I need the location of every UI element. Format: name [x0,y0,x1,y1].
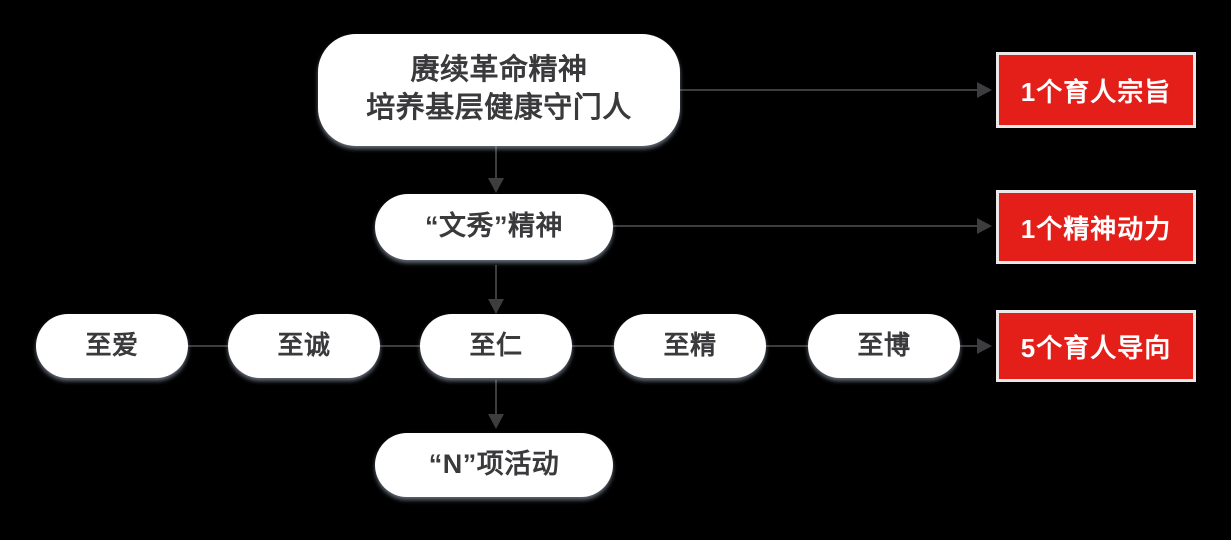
connector-value-3-to-value-4 [568,345,622,347]
node-value-4[interactable]: 至精 [614,314,766,378]
connector-spirit-to-callout-2 [613,225,985,227]
node-value-1[interactable]: 至爱 [36,314,188,378]
callout-purpose-label: 1个育人宗旨 [1020,76,1172,107]
callout-orientation[interactable]: 5个育人导向 [996,310,1196,382]
arrowhead-top-to-callout-1 [977,82,992,98]
arrowhead-value-5-to-callout-3 [977,338,992,354]
connector-top-to-spirit [495,145,497,185]
node-top-headline-label: 赓续革命精神 培养基层健康守门人 [366,54,632,124]
connector-value-4-to-value-5 [760,345,812,347]
arrowhead-spirit-to-value-3 [488,299,504,314]
connector-value-5-to-callout-3 [955,345,985,347]
callout-motivation-label: 1个精神动力 [1020,213,1172,244]
connector-spirit-to-value-3 [495,265,497,307]
node-value-2-label: 至诚 [277,330,331,361]
callout-orientation-label: 5个育人导向 [1020,332,1172,363]
arrowhead-top-to-spirit [488,178,504,193]
node-spirit-label: “文秀”精神 [425,211,563,242]
connector-value-3-to-activities [495,380,497,422]
connector-top-to-callout-1 [680,89,985,91]
connector-value-2-to-value-3 [378,345,424,347]
node-value-5-label: 至博 [857,330,911,361]
connector-value-1-to-value-2 [186,345,246,347]
node-value-2[interactable]: 至诚 [228,314,380,378]
node-top-headline[interactable]: 赓续革命精神 培养基层健康守门人 [318,34,680,146]
node-activities[interactable]: “N”项活动 [375,433,613,497]
node-value-3[interactable]: 至仁 [420,314,572,378]
node-value-4-label: 至精 [663,330,717,361]
callout-motivation[interactable]: 1个精神动力 [996,190,1196,264]
callout-purpose[interactable]: 1个育人宗旨 [996,52,1196,128]
node-value-3-label: 至仁 [469,330,523,361]
node-value-1-label: 至爱 [85,330,139,361]
node-activities-label: “N”项活动 [428,449,560,480]
arrowhead-spirit-to-callout-2 [977,218,992,234]
arrowhead-value-3-to-activities [488,414,504,429]
node-spirit[interactable]: “文秀”精神 [375,194,613,260]
node-value-5[interactable]: 至博 [808,314,960,378]
